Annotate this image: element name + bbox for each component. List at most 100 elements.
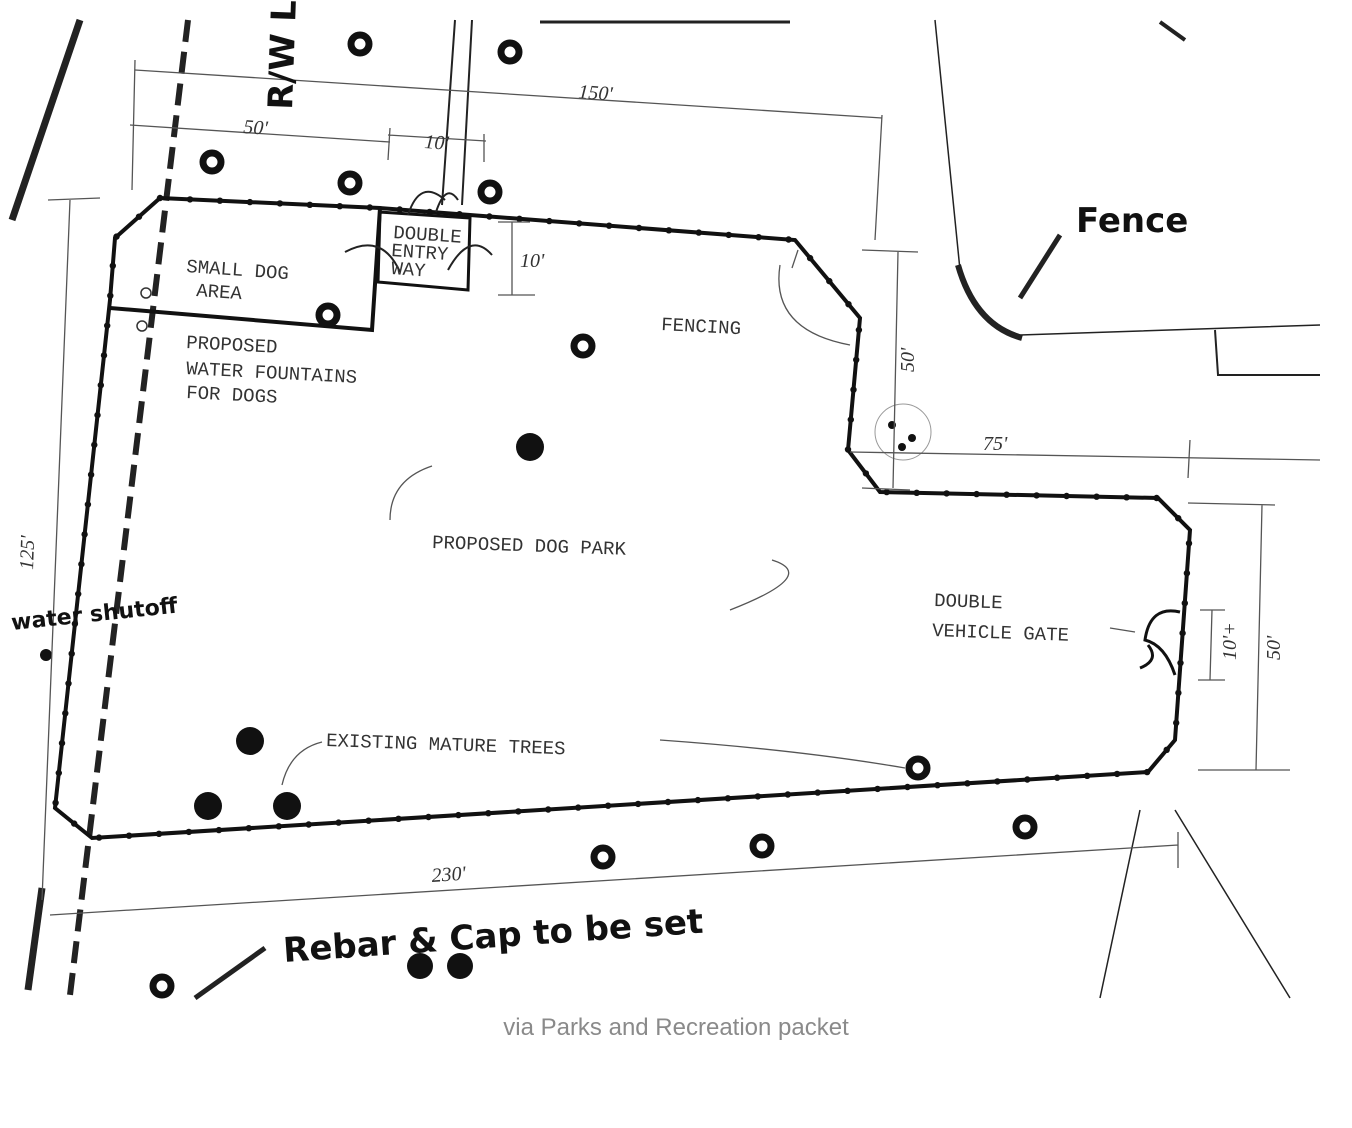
fence-post xyxy=(1179,629,1186,637)
tree-open xyxy=(315,302,341,328)
fence-post xyxy=(1084,772,1091,779)
fence-post xyxy=(694,796,702,804)
vehicle-gate-label-2: VEHICLE GATE xyxy=(932,620,1070,647)
fence-post xyxy=(826,277,833,285)
dim-50-top-label: 50' xyxy=(243,116,269,140)
proposed-dog-park-label: PROPOSED DOG PARK xyxy=(432,532,627,561)
small-dog-area-label-2: AREA xyxy=(196,280,244,305)
fence-post xyxy=(395,815,402,822)
fence-post xyxy=(100,352,108,359)
water-fountain-icon xyxy=(136,320,148,332)
background-linework xyxy=(8,18,1321,1001)
fence-post xyxy=(62,710,69,717)
dim-230-label: 230' xyxy=(431,863,467,887)
fence-post xyxy=(186,196,194,203)
left-edge-line-top xyxy=(8,18,84,222)
fencing-leader xyxy=(778,249,851,346)
fence-post xyxy=(904,783,911,791)
fence-post xyxy=(883,488,890,496)
tree-solid xyxy=(447,953,473,979)
fence-post xyxy=(94,411,101,419)
water-shutoff-label: water shutoff xyxy=(10,594,180,636)
site-plan-figure: R/W Lin Fence Rebar & Cap to be set wate… xyxy=(8,0,1321,1001)
fence-post xyxy=(1033,492,1040,499)
tree-solid xyxy=(236,727,264,755)
fence-post xyxy=(874,785,881,793)
dim-125-label: 125' xyxy=(16,534,39,570)
dim-150-label: 150' xyxy=(578,81,614,105)
fence-post xyxy=(366,204,373,211)
dim-line-75 xyxy=(849,439,1321,479)
fence-post xyxy=(665,227,673,234)
dim-line-230 xyxy=(49,832,1179,916)
tree-open xyxy=(477,179,503,205)
fence-post xyxy=(724,795,732,802)
gate-leader xyxy=(1109,627,1136,633)
fence-post xyxy=(814,789,821,796)
fence-post xyxy=(855,326,863,334)
park-fence-boundary xyxy=(52,195,1193,841)
fence-post xyxy=(913,489,920,496)
rebar-leader xyxy=(193,945,267,1001)
dim-line-50-right xyxy=(861,249,919,491)
fence-post xyxy=(754,793,761,800)
double-entry-label-1: DOUBLE xyxy=(393,222,463,249)
water-fountain-icon xyxy=(140,287,152,299)
tree-solid xyxy=(516,433,544,461)
fence-post xyxy=(97,382,105,389)
figure-caption: via Parks and Recreation packet xyxy=(503,1014,849,1041)
fence-post xyxy=(455,811,462,819)
dim-line-50-gate xyxy=(1187,502,1290,771)
fence-post xyxy=(275,823,282,830)
fence-post xyxy=(1153,494,1160,502)
fence-post xyxy=(994,778,1001,785)
fence-post xyxy=(486,213,493,220)
fence-post xyxy=(1175,515,1182,522)
fence-post xyxy=(784,791,791,798)
fence-post xyxy=(546,217,553,225)
fencing-label: FENCING xyxy=(661,314,742,340)
fence-post xyxy=(84,501,92,508)
tree-open xyxy=(149,973,175,999)
fence-post xyxy=(81,531,88,538)
fence-post xyxy=(95,834,103,841)
fence-post xyxy=(635,224,643,232)
tree-cluster-outline xyxy=(874,403,932,461)
tree-open xyxy=(905,755,931,781)
fence-post xyxy=(516,215,523,222)
fence-post xyxy=(71,620,79,627)
fence-post xyxy=(853,356,860,363)
tree-open xyxy=(347,31,373,57)
tree-open xyxy=(337,170,363,196)
fence-post xyxy=(634,800,642,808)
fence-post xyxy=(850,386,857,393)
fence-post xyxy=(806,254,814,262)
fence-post xyxy=(964,780,971,787)
fence-post xyxy=(155,830,163,837)
fence-post xyxy=(1177,659,1184,667)
row-line-label: R/W Lin xyxy=(261,0,306,110)
tree-solid xyxy=(407,953,433,979)
fence-post xyxy=(52,799,59,806)
fence-post xyxy=(1003,491,1010,498)
tree-cluster-dot xyxy=(908,434,916,442)
dim-line-10-top xyxy=(387,127,487,162)
fence-post xyxy=(216,197,224,204)
fence-post xyxy=(576,220,583,227)
fence-post xyxy=(785,236,792,243)
dim-10-entry-label: 10' xyxy=(520,250,545,272)
fence-post xyxy=(545,806,552,813)
fence-leader xyxy=(1017,233,1063,300)
dim-50-right-label: 50' xyxy=(897,347,919,372)
fence-post xyxy=(605,222,613,229)
fence-post xyxy=(104,322,111,329)
park-arrow-right xyxy=(729,559,790,611)
dim-50-gate-label: 50' xyxy=(1263,635,1285,660)
fence-post xyxy=(1143,768,1151,776)
top-right-line xyxy=(1158,20,1187,42)
fence-post xyxy=(664,798,672,806)
fence-post xyxy=(71,820,78,827)
fence-post xyxy=(58,739,66,747)
fence-post xyxy=(1054,774,1061,781)
fence-post xyxy=(845,301,852,308)
